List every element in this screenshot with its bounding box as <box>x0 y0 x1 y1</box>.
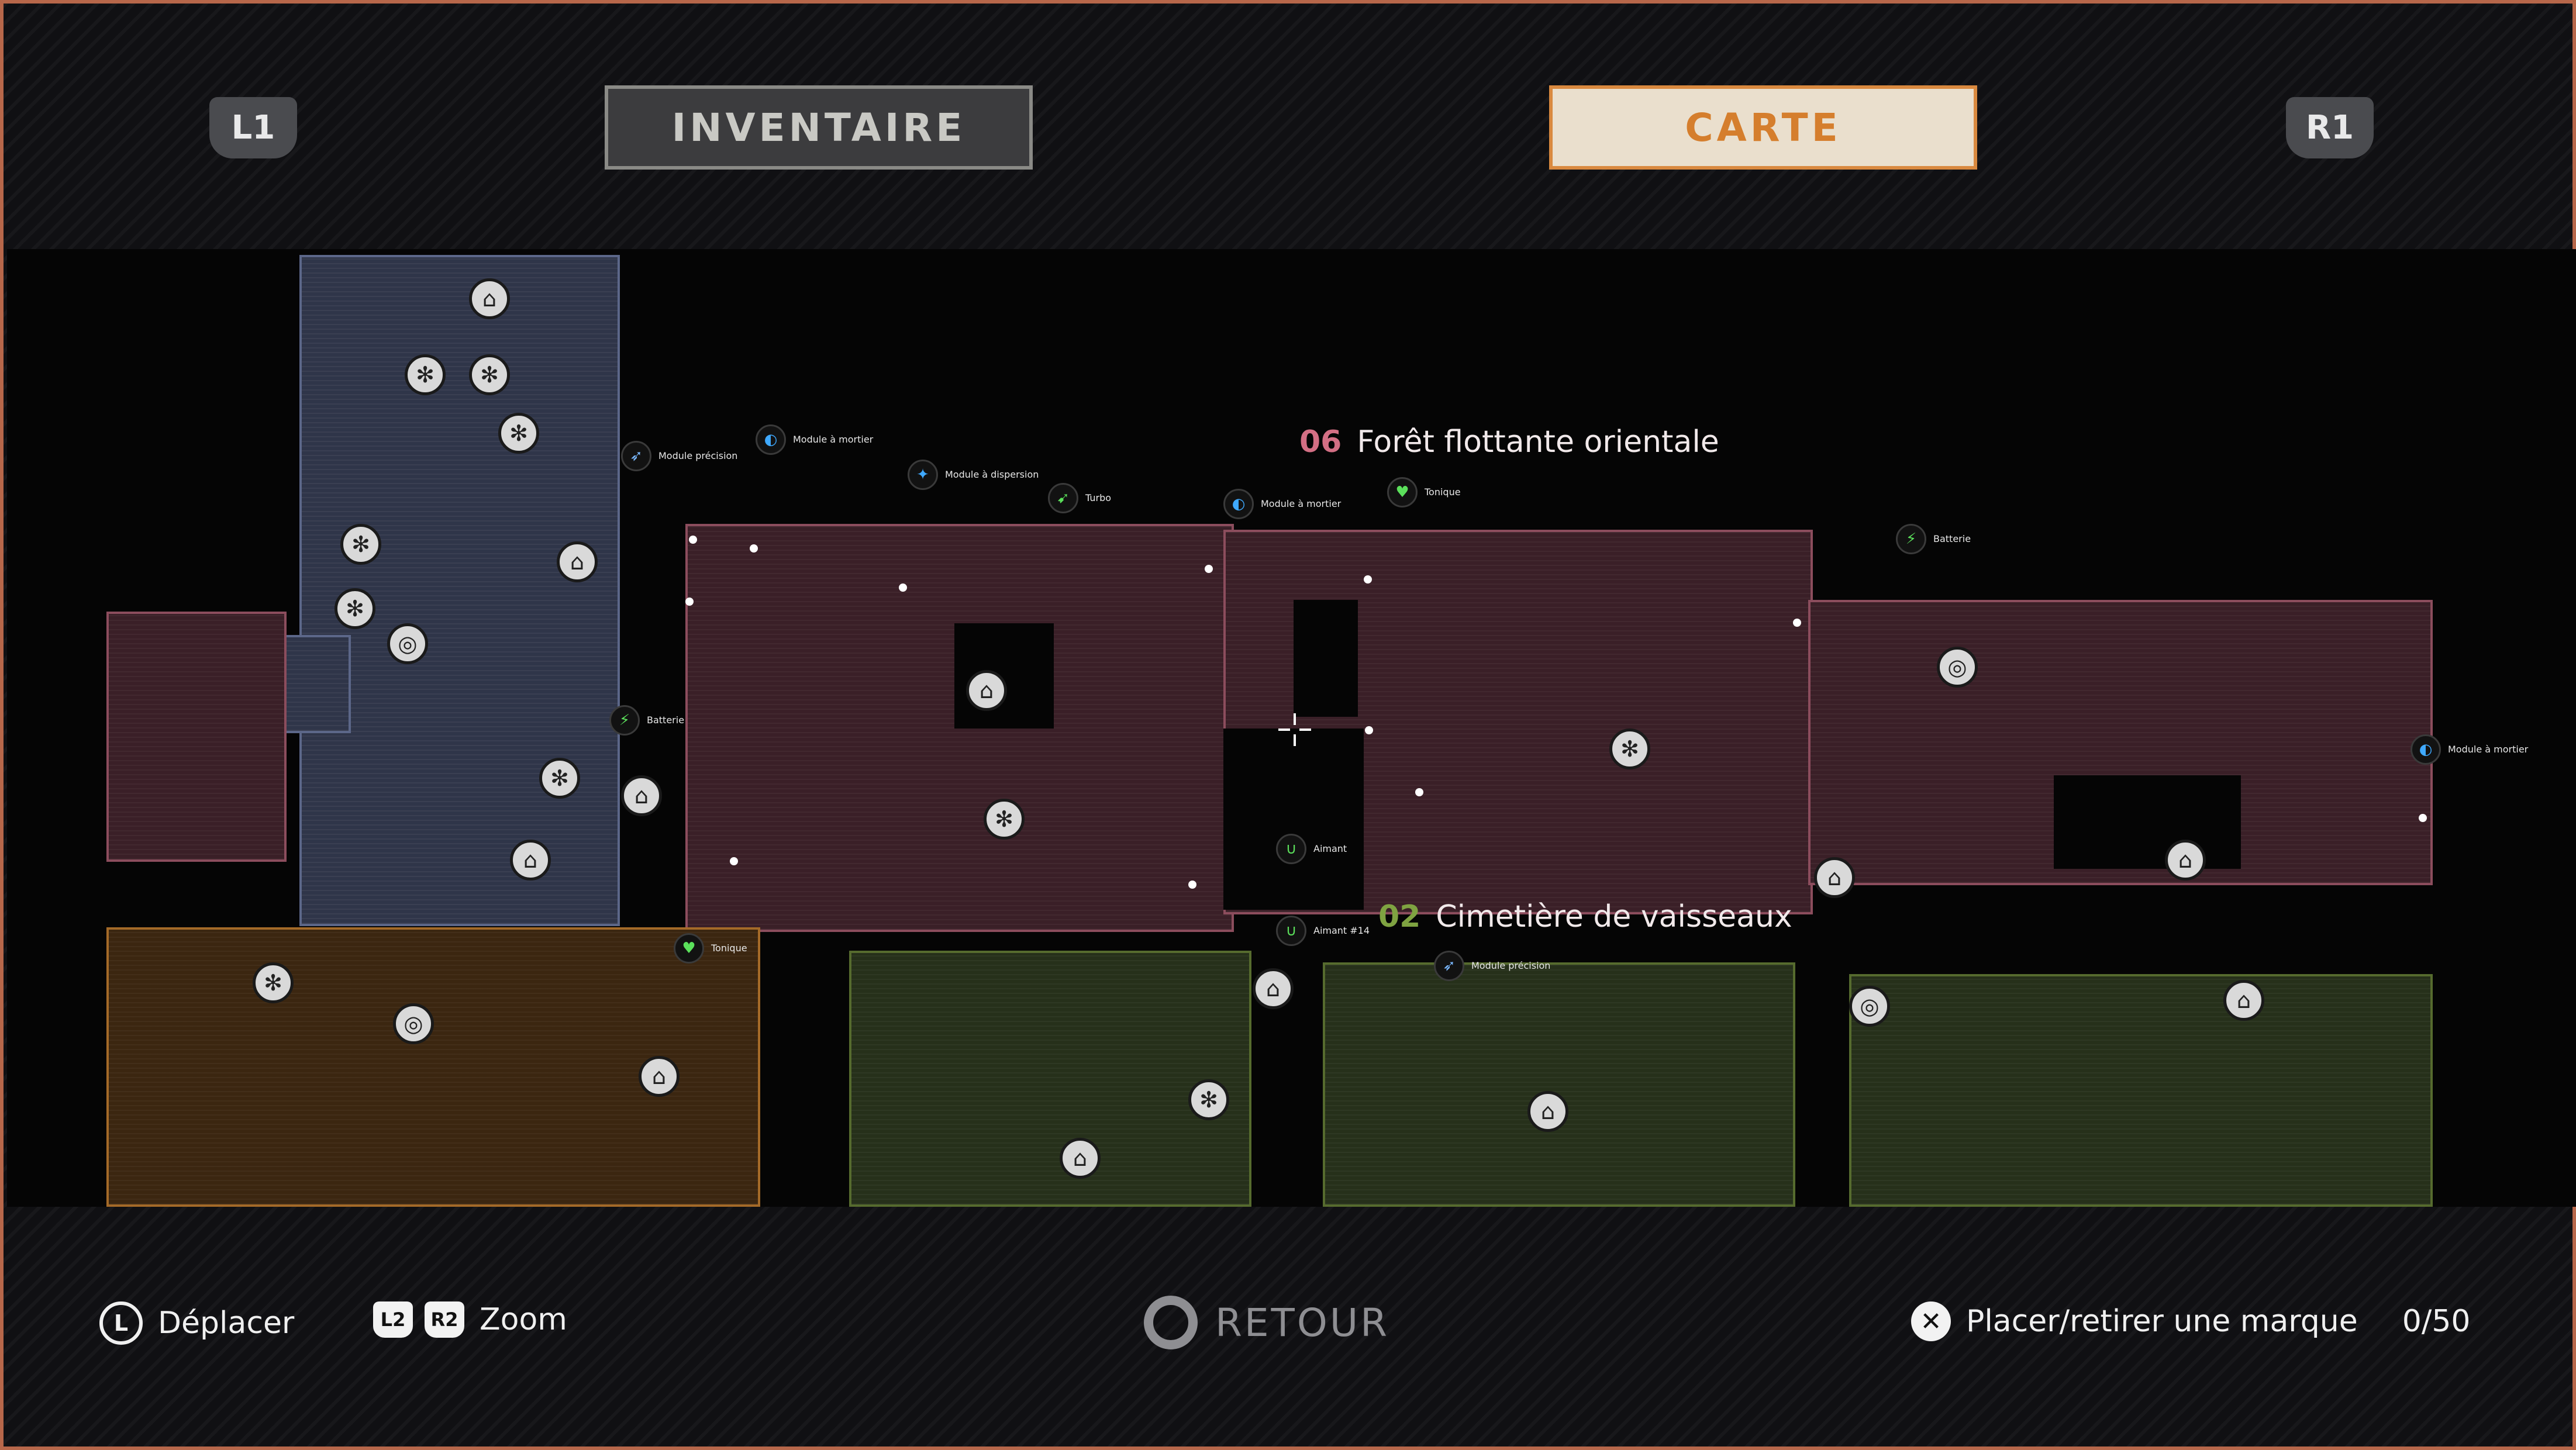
save-station-icon[interactable]: ⌂ <box>469 278 510 319</box>
zoom-label: Zoom <box>480 1302 567 1337</box>
swirl-icon[interactable]: ◎ <box>387 623 428 664</box>
precision-module-icon: ➶ <box>1434 951 1464 981</box>
save-station-icon[interactable]: ⌂ <box>1814 857 1855 898</box>
item-mortar-module[interactable]: ◐ Module à mortier <box>2411 734 2528 765</box>
area-name: Forêt flottante orientale <box>1357 424 1719 460</box>
mortar-module-icon: ◐ <box>756 424 786 455</box>
fan-icon[interactable]: ✻ <box>334 588 375 629</box>
map-view[interactable]: 06 Forêt flottante orientale 02 Cimetière … <box>7 249 2576 1207</box>
tab-map[interactable]: CARTE <box>1549 85 1977 170</box>
item-mortar-module[interactable]: ◐ Module à mortier <box>756 424 873 455</box>
fan-icon[interactable]: ✻ <box>1188 1079 1229 1120</box>
item-battery[interactable]: ⚡ Batterie <box>1896 524 1971 554</box>
move-label: Déplacer <box>158 1306 295 1341</box>
region-green-center <box>1323 962 1795 1207</box>
area-label-02: 02 Cimetière de vaisseaux <box>1378 899 1792 934</box>
turbo-icon: ➹ <box>1048 483 1078 513</box>
mortar-module-icon: ◐ <box>2411 734 2441 765</box>
fan-icon[interactable]: ✻ <box>253 962 294 1003</box>
save-station-icon[interactable]: ⌂ <box>621 775 662 816</box>
fan-icon[interactable]: ✻ <box>984 799 1025 840</box>
save-station-icon[interactable]: ⌂ <box>1060 1138 1101 1179</box>
r1-shoulder-button[interactable]: R1 <box>2286 97 2374 158</box>
dispersion-module-icon: ✦ <box>908 460 938 490</box>
item-tonic[interactable]: ♥ Tonique <box>1387 477 1461 508</box>
item-magnet[interactable]: ∪ Aimant <box>1276 834 1347 864</box>
fan-icon[interactable]: ✻ <box>498 413 539 454</box>
tonic-icon: ♥ <box>674 933 704 964</box>
save-station-icon[interactable]: ⌂ <box>1527 1091 1568 1132</box>
fan-icon[interactable]: ✻ <box>340 524 381 565</box>
back-button[interactable]: RETOUR <box>1144 1296 1389 1349</box>
fan-icon[interactable]: ✻ <box>1609 729 1650 769</box>
item-precision-module[interactable]: ➶ Module précision <box>621 441 737 471</box>
save-station-icon[interactable]: ⌂ <box>1253 968 1294 1009</box>
region-green-east <box>1849 974 2433 1207</box>
tab-inventory-label: INVENTAIRE <box>671 105 966 150</box>
back-label: RETOUR <box>1215 1300 1389 1345</box>
battery-icon: ⚡ <box>1896 524 1926 554</box>
fan-icon[interactable]: ✻ <box>405 354 446 395</box>
map-cursor-crosshair-icon <box>1278 713 1311 746</box>
l2-button-icon: L2 <box>373 1301 413 1338</box>
left-stick-icon: L <box>99 1301 143 1345</box>
item-precision-module[interactable]: ➶ Module précision <box>1434 951 1550 981</box>
item-tonic[interactable]: ♥ Tonique <box>674 933 747 964</box>
magnet-icon: ∪ <box>1276 916 1306 946</box>
mortar-module-icon: ◐ <box>1223 489 1254 519</box>
save-station-icon[interactable]: ⌂ <box>557 541 598 582</box>
item-magnet[interactable]: ∪ Aimant #14 <box>1276 916 1370 946</box>
item-turbo[interactable]: ➹ Turbo <box>1048 483 1111 513</box>
area-number: 02 <box>1378 899 1421 934</box>
mark-hint: ✕ Placer/retirer une marque 0/50 <box>1911 1301 2471 1341</box>
magnet-icon: ∪ <box>1276 834 1306 864</box>
zoom-hint: L2 R2 Zoom <box>373 1301 567 1338</box>
save-station-icon[interactable]: ⌂ <box>2223 980 2264 1021</box>
swirl-icon[interactable]: ◎ <box>393 1003 434 1044</box>
save-station-icon[interactable]: ⌂ <box>2165 840 2206 881</box>
tonic-icon: ♥ <box>1387 477 1418 508</box>
area-name: Cimetière de vaisseaux <box>1436 899 1792 934</box>
save-station-icon[interactable]: ⌂ <box>639 1056 680 1097</box>
tab-map-label: CARTE <box>1685 105 1842 150</box>
circle-button-icon <box>1144 1296 1198 1349</box>
region-red-west <box>106 612 287 862</box>
mark-counter: 0/50 <box>2402 1304 2471 1339</box>
r2-button-icon: R2 <box>425 1301 464 1338</box>
tab-inventory[interactable]: INVENTAIRE <box>605 85 1033 170</box>
save-station-icon[interactable]: ⌂ <box>966 670 1007 711</box>
item-dispersion-module[interactable]: ✦ Module à dispersion <box>908 460 1039 490</box>
swirl-icon[interactable]: ◎ <box>1937 647 1978 688</box>
l1-shoulder-button[interactable]: L1 <box>209 97 297 158</box>
area-number: 06 <box>1299 424 1342 460</box>
item-battery[interactable]: ⚡ Batterie <box>609 705 684 736</box>
cross-button-icon: ✕ <box>1911 1301 1951 1341</box>
region-red-east <box>1808 600 2433 885</box>
save-station-icon[interactable]: ⌂ <box>510 840 551 881</box>
region-blue <box>299 255 620 926</box>
swirl-icon[interactable]: ◎ <box>1849 986 1890 1027</box>
item-mortar-module[interactable]: ◐ Module à mortier <box>1223 489 1341 519</box>
fan-icon[interactable]: ✻ <box>539 758 580 799</box>
area-label-06: 06 Forêt flottante orientale <box>1299 424 1719 460</box>
precision-module-icon: ➶ <box>621 441 651 471</box>
move-hint: L Déplacer <box>99 1301 294 1345</box>
region-green-west <box>849 951 1251 1207</box>
mark-label: Placer/retirer une marque <box>1966 1304 2358 1339</box>
fan-icon[interactable]: ✻ <box>469 354 510 395</box>
battery-icon: ⚡ <box>609 705 640 736</box>
